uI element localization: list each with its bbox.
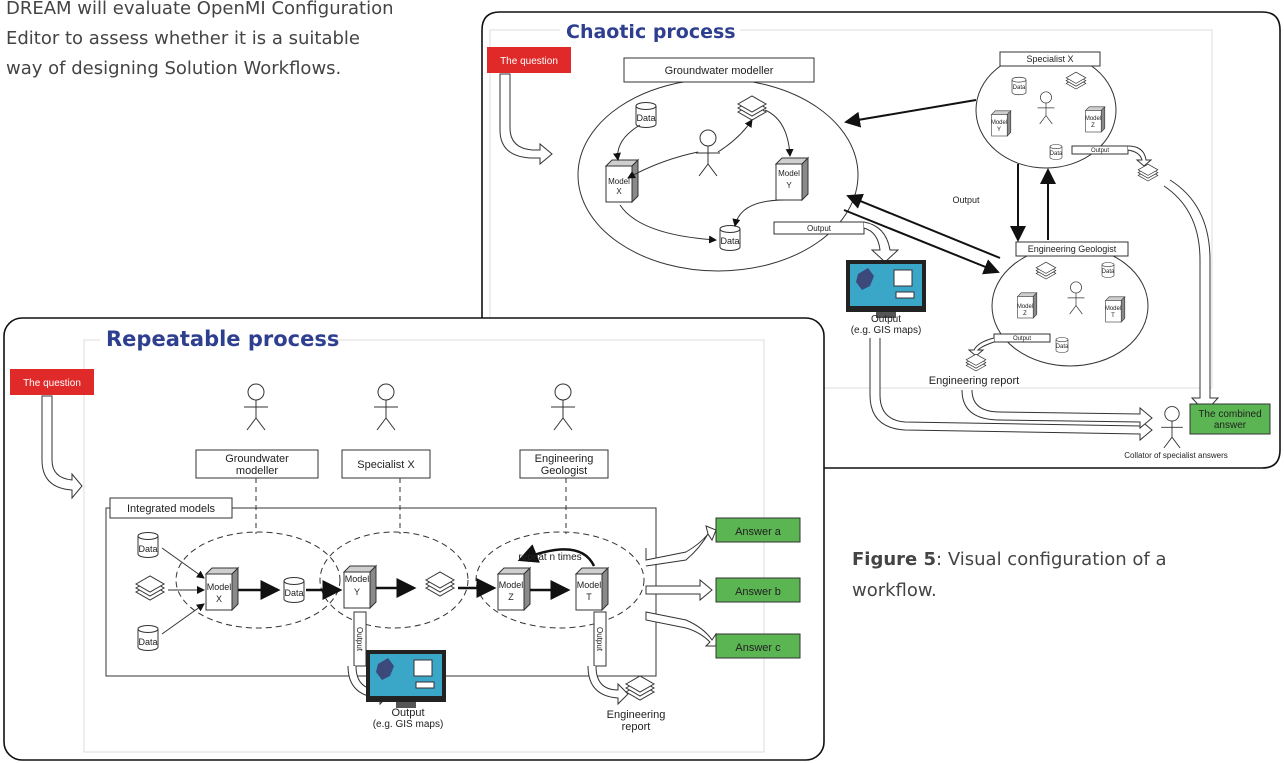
chaotic-data-label-2: Data bbox=[720, 236, 739, 246]
repeatable-question-label: The question bbox=[23, 378, 81, 389]
chaotic-data-label-1: Data bbox=[636, 113, 655, 123]
chaotic-question-label: The question bbox=[500, 56, 558, 67]
chaotic-geologist-data2: Data bbox=[1056, 344, 1069, 350]
answer-b-box bbox=[715, 577, 801, 603]
rep-geologist-line2: Geologist bbox=[541, 465, 587, 477]
intro-text: DREAM will evaluate OpenMI Configuration… bbox=[6, 0, 476, 84]
chaotic-specialist-model-z1: Model bbox=[1085, 116, 1101, 122]
rep-geologist-line1: Engineering bbox=[535, 453, 594, 465]
chaotic-model-y-line2: Y bbox=[786, 181, 792, 190]
chaotic-specialist-data2: Data bbox=[1050, 151, 1063, 157]
rep-eng-report-line2: report bbox=[622, 721, 651, 733]
rep-model-x-line2: X bbox=[216, 594, 222, 604]
rep-model-x-line1: Model bbox=[207, 582, 232, 592]
chaotic-question-arrow bbox=[499, 73, 553, 166]
repeatable-title: Repeatable process bbox=[106, 327, 339, 351]
rep-output-y-label: Output bbox=[355, 627, 364, 652]
rep-output-t-label: Output bbox=[595, 627, 604, 652]
chaotic-combined-line2: answer bbox=[1214, 420, 1247, 431]
rep-model-t-line1: Model bbox=[577, 580, 602, 590]
chaotic-geologist-model-t2: T bbox=[1111, 313, 1115, 319]
chaotic-eng-report-label: Engineering report bbox=[929, 375, 1020, 387]
answer-b-label: Answer b bbox=[735, 586, 781, 598]
rep-eng-report-line1: Engineering bbox=[607, 709, 666, 721]
chaotic-specialist-model-y1: Model bbox=[991, 120, 1007, 126]
chaotic-output-gis-line1: Output bbox=[871, 314, 901, 325]
chaotic-model-x-line2: X bbox=[616, 187, 622, 196]
figure-caption: Figure 5: Visual configuration of a work… bbox=[852, 544, 1232, 606]
rep-model-t-line2: T bbox=[586, 592, 592, 602]
answer-c-label: Answer c bbox=[735, 642, 781, 654]
chaotic-question-box bbox=[487, 47, 571, 73]
chaotic-geologist-output: Output bbox=[1013, 336, 1031, 342]
rep-data-label-3: Data bbox=[284, 588, 303, 598]
chaotic-geologist-data: Data bbox=[1102, 269, 1115, 275]
rep-groundwater-line2: modeller bbox=[236, 465, 279, 477]
rep-data-label-2: Data bbox=[138, 637, 157, 647]
rep-groundwater-line1: Groundwater bbox=[225, 453, 289, 465]
chaotic-combined-answer-box bbox=[1189, 403, 1271, 435]
figure-caption-text: : Visual configuration of a bbox=[936, 549, 1167, 570]
intro-line-2: Editor to assess whether it is a suitabl… bbox=[6, 28, 360, 49]
chaotic-model-y bbox=[775, 157, 809, 201]
rep-monitor-icon bbox=[365, 649, 447, 709]
answer-c-box bbox=[715, 633, 801, 659]
repeatable-question-box bbox=[10, 369, 94, 395]
rep-specialist-label: Specialist X bbox=[357, 459, 415, 471]
chaotic-groundwater-label: Groundwater modeller bbox=[665, 65, 774, 77]
chaotic-specialist-model-y2: Y bbox=[997, 127, 1001, 133]
intro-line-1: DREAM will evaluate OpenMI Configuration bbox=[6, 0, 394, 19]
repeatable-question-arrow bbox=[41, 395, 83, 500]
chaotic-geologist-model-t1: Model bbox=[1105, 306, 1121, 312]
chaotic-specialist-label: Specialist X bbox=[1026, 54, 1073, 64]
chaotic-geologist-label-box bbox=[1015, 241, 1129, 257]
repeatable-process-panel: Repeatable process The question Groundwa… bbox=[3, 317, 825, 761]
collator-person-icon bbox=[1160, 406, 1184, 449]
rep-data-label-1: Data bbox=[138, 544, 157, 554]
rep-model-y-line1: Model bbox=[345, 574, 370, 584]
figure-caption-text-2: workflow. bbox=[852, 580, 937, 601]
rep-repeat-label: repeat n times bbox=[518, 552, 581, 563]
chaotic-model-x-line1: Model bbox=[608, 177, 630, 186]
chaotic-geologist-label: Engineering Geologist bbox=[1028, 244, 1117, 254]
chaotic-specialist-data: Data bbox=[1013, 85, 1026, 91]
chaotic-output-gis-line2: (e.g. GIS maps) bbox=[851, 325, 922, 336]
chaotic-monitor-icon bbox=[845, 259, 927, 319]
chaotic-geologist-model-z1: Model bbox=[1017, 304, 1033, 310]
intro-line-3: way of designing Solution Workflows. bbox=[6, 58, 342, 79]
rep-model-z-line1: Model bbox=[499, 580, 524, 590]
chaotic-process-panel: Chaotic process The question Groundwater… bbox=[481, 11, 1281, 469]
rep-model-y-line2: Y bbox=[354, 587, 360, 597]
rep-model-z-line2: Z bbox=[508, 592, 514, 602]
chaotic-output-mid: Output bbox=[952, 195, 980, 205]
chaotic-combined-line1: The combined bbox=[1198, 409, 1261, 420]
figure-caption-label: Figure 5 bbox=[852, 549, 937, 570]
chaotic-title: Chaotic process bbox=[566, 21, 736, 43]
answer-a-box bbox=[715, 517, 801, 543]
chaotic-specialist-model-z2: Z bbox=[1091, 123, 1095, 129]
chaotic-specialist-output: Output bbox=[1091, 148, 1109, 154]
chaotic-geologist-model-z2: Z bbox=[1023, 311, 1027, 317]
chaotic-specialist-label-box bbox=[999, 51, 1101, 67]
chaotic-output-label-1: Output bbox=[807, 224, 832, 233]
chaotic-collator-label: Collator of specialist answers bbox=[1124, 451, 1228, 460]
chaotic-groundwater-label-box bbox=[623, 57, 815, 83]
rep-integrated-label: Integrated models bbox=[127, 503, 216, 515]
rep-output-gis-line2: (e.g. GIS maps) bbox=[373, 719, 444, 730]
rep-output-gis-line1: Output bbox=[391, 707, 424, 719]
answer-a-label: Answer a bbox=[735, 526, 782, 538]
chaotic-model-y-line1: Model bbox=[778, 169, 800, 178]
